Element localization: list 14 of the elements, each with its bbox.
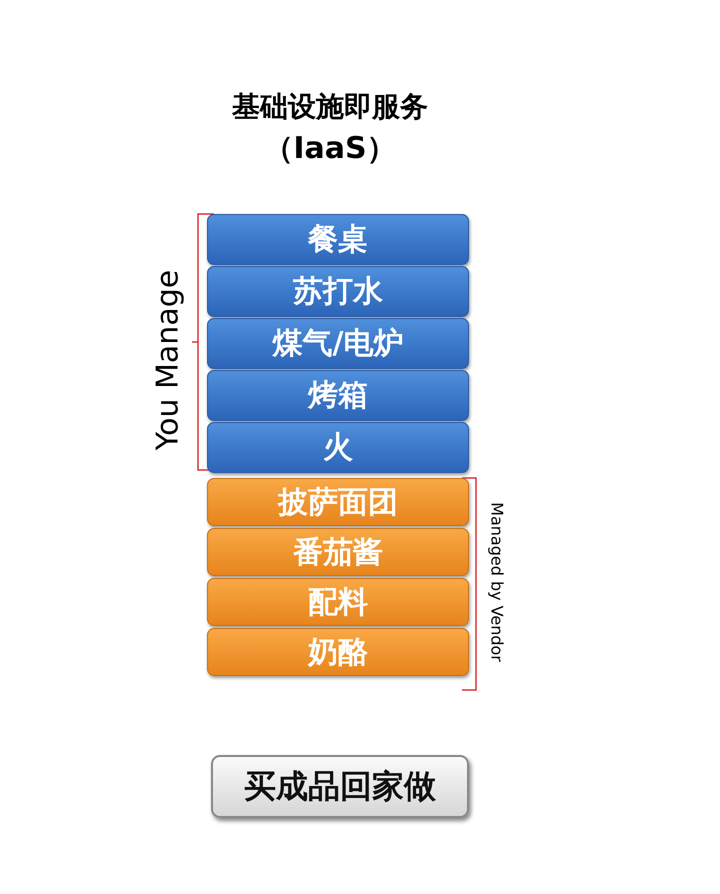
layer-bar: 披萨面团 — [207, 478, 469, 526]
layer-bar: 配料 — [207, 578, 469, 626]
layer-bar: 苏打水 — [207, 266, 469, 317]
layer-bar: 火 — [207, 422, 469, 473]
title: 基础设施即服务 — [231, 89, 429, 125]
layer-bar: 烤箱 — [207, 370, 469, 421]
layer-bar: 煤气/电炉 — [207, 318, 469, 369]
option-box: 买成品回家做 — [211, 755, 469, 818]
layer-bar: 餐桌 — [207, 214, 469, 265]
side-label: Managed by Vendor — [488, 502, 506, 662]
layer-bar: 番茄酱 — [207, 528, 469, 576]
layer-bar: 奶酪 — [207, 628, 469, 676]
side-label: You Manage — [150, 270, 186, 450]
subtitle: （IaaS） — [262, 130, 398, 168]
